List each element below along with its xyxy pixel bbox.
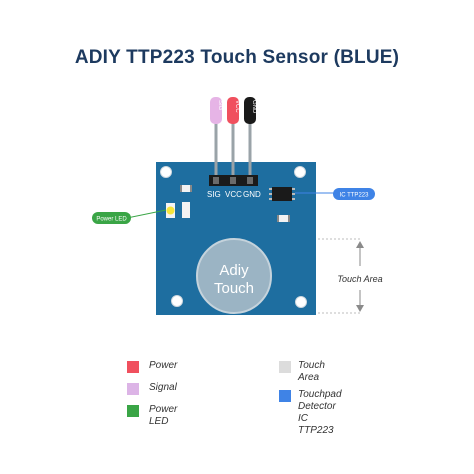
mounting-hole-bottom-right (295, 296, 307, 308)
resistor-right (277, 215, 290, 222)
power-led-callout-label: Power LED (96, 217, 127, 223)
pin-label-vcc: VCC (225, 190, 242, 199)
ic-pin (292, 193, 295, 195)
resistor-top (180, 185, 192, 192)
touch-pad-label-line1: Adiy (219, 262, 249, 279)
touch-area-arrowhead-up (356, 241, 364, 248)
mounting-hole-top-left (160, 166, 172, 178)
ic-callout (333, 188, 375, 200)
mounting-hole-bottom-left (171, 295, 183, 307)
touch-pad[interactable] (196, 238, 272, 314)
diagram-title: ADIY TTP223 Touch Sensor (BLUE) (74, 47, 400, 68)
wire-vcc-connector (227, 97, 239, 124)
legend-label-signal: Signal (149, 382, 177, 393)
legend-label-touch-area: Touch Area (298, 360, 325, 383)
wire-sig-connector (210, 97, 222, 124)
power-led-leader (126, 209, 167, 219)
ic-pin (292, 188, 295, 190)
wire-vcc-label: VCC (234, 100, 240, 113)
led-resistor (182, 202, 190, 218)
ic-callout-label: IC TTP223 (340, 193, 370, 199)
pin-gnd (247, 177, 253, 184)
power-led-glow (166, 206, 175, 215)
resistor-right-end (288, 215, 290, 222)
mounting-hole-top-right (294, 166, 306, 178)
pin-label-gnd: GND (243, 190, 261, 199)
touch-area-arrowhead-down (356, 305, 364, 312)
pin-sig (213, 177, 219, 184)
wire-gnd-connector (244, 97, 256, 124)
resistor-top-end (180, 185, 182, 192)
resistor-top-end (190, 185, 192, 192)
ic-pin (292, 198, 295, 200)
wire-sig-label: SIG (217, 100, 223, 111)
legend-swatch-touch-area (279, 361, 291, 373)
touch-area-label: Touch Area (337, 274, 382, 284)
resistor-right-end (277, 215, 279, 222)
legend-label-power-led: Power LED (149, 404, 178, 427)
touch-pad-label-line2: Touch (214, 280, 254, 297)
ic-pin (269, 188, 272, 190)
legend-swatch-ic (279, 390, 291, 402)
wire-gnd-label: GND (251, 100, 257, 114)
pin-label-sig: SIG (207, 190, 221, 199)
legend-label-ic: Touchpad Detector IC TTP223 (298, 389, 342, 436)
power-led-callout (92, 212, 131, 224)
legend-label-power: Power (149, 360, 178, 371)
ic-chip (272, 187, 292, 201)
legend-swatch-power (127, 361, 139, 373)
ic-pin (269, 198, 272, 200)
ic-pin (269, 193, 272, 195)
legend-swatch-signal (127, 383, 139, 395)
legend-swatch-power-led (127, 405, 139, 417)
pin-vcc (230, 177, 236, 184)
